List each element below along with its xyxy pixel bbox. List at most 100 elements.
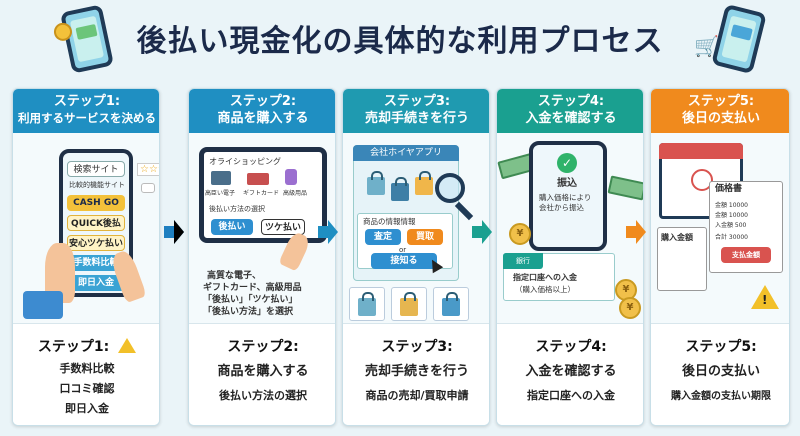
product-thumb <box>433 287 469 321</box>
tsuke-pay-button[interactable]: ツケ払い <box>261 219 305 235</box>
invoice-row: 入金額 500 <box>715 222 747 229</box>
option-same-day[interactable]: 即日入金 <box>67 275 125 291</box>
shop-title: オライショッピング <box>209 157 281 166</box>
yen-coin-icon: ¥ <box>619 297 641 319</box>
step-5-point: 購入金額の支払い期限 <box>671 391 771 402</box>
step-5-point: 後日の支払い <box>681 364 760 379</box>
step-5-caption-title: ステップ5: <box>685 339 757 355</box>
step-1-header: ステップ1: 利用するサービスを決める <box>13 89 159 133</box>
arrow-right-icon <box>318 220 338 244</box>
item-luxury: 高級用品 <box>283 190 308 197</box>
option-fee-compare[interactable]: 手数料比較 <box>67 255 125 271</box>
cash-icon <box>607 175 643 201</box>
invoice-title: 価格書 <box>715 184 743 194</box>
pay-amount-button[interactable]: 支払金額 <box>721 247 771 263</box>
option-anshin[interactable]: 安心ツケ払い <box>67 235 125 251</box>
arrow-right-icon <box>472 220 492 244</box>
step-1-caption: ステップ1: 手数料比較 口コミ確認 即日入金 <box>13 323 159 425</box>
deposit-line: 購入価格により <box>539 193 592 202</box>
step-1-point: 即日入金 <box>65 402 109 415</box>
step-2-header-subtitle: 商品を購入する <box>217 111 309 126</box>
invoice-row: 金額 10000 <box>715 202 748 209</box>
step-5-illustration: 価格書 金額 10000 金額 10000 入金額 500 合計 30000 支… <box>651 133 789 323</box>
step-3-caption: ステップ3: 売却手続きを行う 商品の売却/買取申請 <box>343 323 489 425</box>
note-line: 「後払い」「ツケ払い」 <box>203 295 298 305</box>
compare-site-label: 比較的機能サイト <box>69 181 125 189</box>
arrow-right-icon <box>626 220 646 244</box>
step-3-point: 売却手続きを行う <box>364 364 469 379</box>
step-5-caption: ステップ5: 後日の支払い 購入金額の支払い期限 <box>651 323 789 425</box>
step-5-header-title: ステップ5: <box>687 94 755 109</box>
magnifier-icon <box>435 173 465 203</box>
arrow-right-icon <box>164 220 184 244</box>
step-2-point: 商品を購入する <box>217 364 309 379</box>
cart-icon: 🛒 <box>694 34 719 58</box>
or-label: or <box>399 246 407 254</box>
calendar-header <box>659 143 743 159</box>
page-title: 後払い現金化の具体的な利用プロセス <box>136 24 664 59</box>
step-2-caption: ステップ2: 商品を購入する 後払い方法の選択 <box>189 323 335 425</box>
step-1-illustration: 検索サイト 比較的機能サイト CASH GO QUICK後払い 安心ツケ払い 手… <box>13 133 159 323</box>
step-2-header-title: ステップ2: <box>229 94 297 109</box>
app-title-bar: 会社ホイヤアプリ <box>353 145 459 161</box>
step-1-header-title: ステップ1: <box>53 94 121 109</box>
step-3-caption-title: ステップ3: <box>381 339 453 355</box>
step-2-point: 後払い方法の選択 <box>219 389 307 402</box>
amount-card <box>657 227 707 291</box>
shopping-bag-icon <box>367 171 385 195</box>
step-1-point: 口コミ確認 <box>59 382 115 395</box>
step-2-header: ステップ2: 商品を購入する <box>189 89 335 133</box>
step-1-card: ステップ1: 利用するサービスを決める 検索サイト 比較的機能サイト CASH … <box>12 88 160 426</box>
step-3-header-title: ステップ3: <box>383 94 451 109</box>
bank-label: 銀行 <box>503 253 543 269</box>
product-thumb <box>349 287 385 321</box>
calendar-circle-mark <box>691 169 713 191</box>
step-4-point: 指定口座への入金 <box>527 389 615 402</box>
note-line: ギフトカード、高級用品 <box>203 283 302 293</box>
step-3-illustration: 会社ホイヤアプリ 商品の情報情報 査定 買取 or 接知る <box>343 133 489 323</box>
step-1-header-subtitle: 利用するサービスを決める <box>18 111 156 125</box>
rating-stars-icon: ☆☆☆ <box>137 163 159 176</box>
buy-button[interactable]: 買取 <box>407 229 443 245</box>
step-4-header: ステップ4: 入金を確認する <box>497 89 643 133</box>
warning-mark: ! <box>762 293 768 307</box>
step-4-header-title: ステップ4: <box>537 94 605 109</box>
step-3-card: ステップ3: 売却手続きを行う 会社ホイヤアプリ 商品の情報情報 査定 買取 o… <box>342 88 490 426</box>
note-line: 「後払い方法」を選択 <box>203 307 294 317</box>
option-quick[interactable]: QUICK後払い <box>67 215 125 245</box>
product-thumb <box>391 287 427 321</box>
step-2-illustration: オライショッピング 高臣い電子 ギフトカード 高級用品 後払い方法の選択 後払い… <box>189 133 335 323</box>
perfume-icon <box>285 169 297 185</box>
bank-line: 指定口座への入金 <box>513 273 577 282</box>
pay-select-label: 後払い方法の選択 <box>209 205 265 213</box>
deposit-line: 会社から振込 <box>539 203 584 212</box>
step-3-header: ステップ3: 売却手続きを行う <box>343 89 489 133</box>
note-line: 高質な電子、 <box>207 271 262 281</box>
pay-later-button[interactable]: 後払い <box>211 219 253 235</box>
chat-bubble-icon <box>141 183 155 193</box>
step-3-point: 商品の売却/買取申請 <box>365 389 469 402</box>
info-label: 商品の情報情報 <box>363 217 416 226</box>
sleeve-icon <box>23 291 63 319</box>
warning-icon <box>751 285 779 309</box>
step-4-point: 入金を確認する <box>525 364 617 379</box>
invoice-row: 合計 30000 <box>715 234 748 241</box>
warning-icon <box>118 338 137 353</box>
step-1-caption-text: ステップ1: <box>37 339 110 355</box>
option-cash-go[interactable]: CASH GO <box>67 195 125 211</box>
search-input[interactable]: 検索サイト <box>67 161 125 177</box>
appraise-button[interactable]: 査定 <box>365 229 401 245</box>
step-2-caption-title: ステップ2: <box>227 339 299 355</box>
step-4-header-subtitle: 入金を確認する <box>525 111 617 126</box>
gift-card-icon <box>247 173 269 185</box>
item-electronics: 高臣い電子 <box>205 190 236 197</box>
amount-label: 購入金額 <box>661 233 693 242</box>
step-3-header-subtitle: 売却手続きを行う <box>364 111 469 126</box>
submit-button[interactable]: 接知る <box>371 253 437 269</box>
check-icon: ✓ <box>557 153 577 173</box>
shopping-bag-icon <box>391 177 409 201</box>
bank-line: （購入価格以上） <box>515 285 575 294</box>
step-2-card: ステップ2: 商品を購入する オライショッピング 高臣い電子 ギフトカード 高級… <box>188 88 336 426</box>
step-5-header: ステップ5: 後日の支払い <box>651 89 789 133</box>
yen-coin-icon: ¥ <box>509 223 531 245</box>
